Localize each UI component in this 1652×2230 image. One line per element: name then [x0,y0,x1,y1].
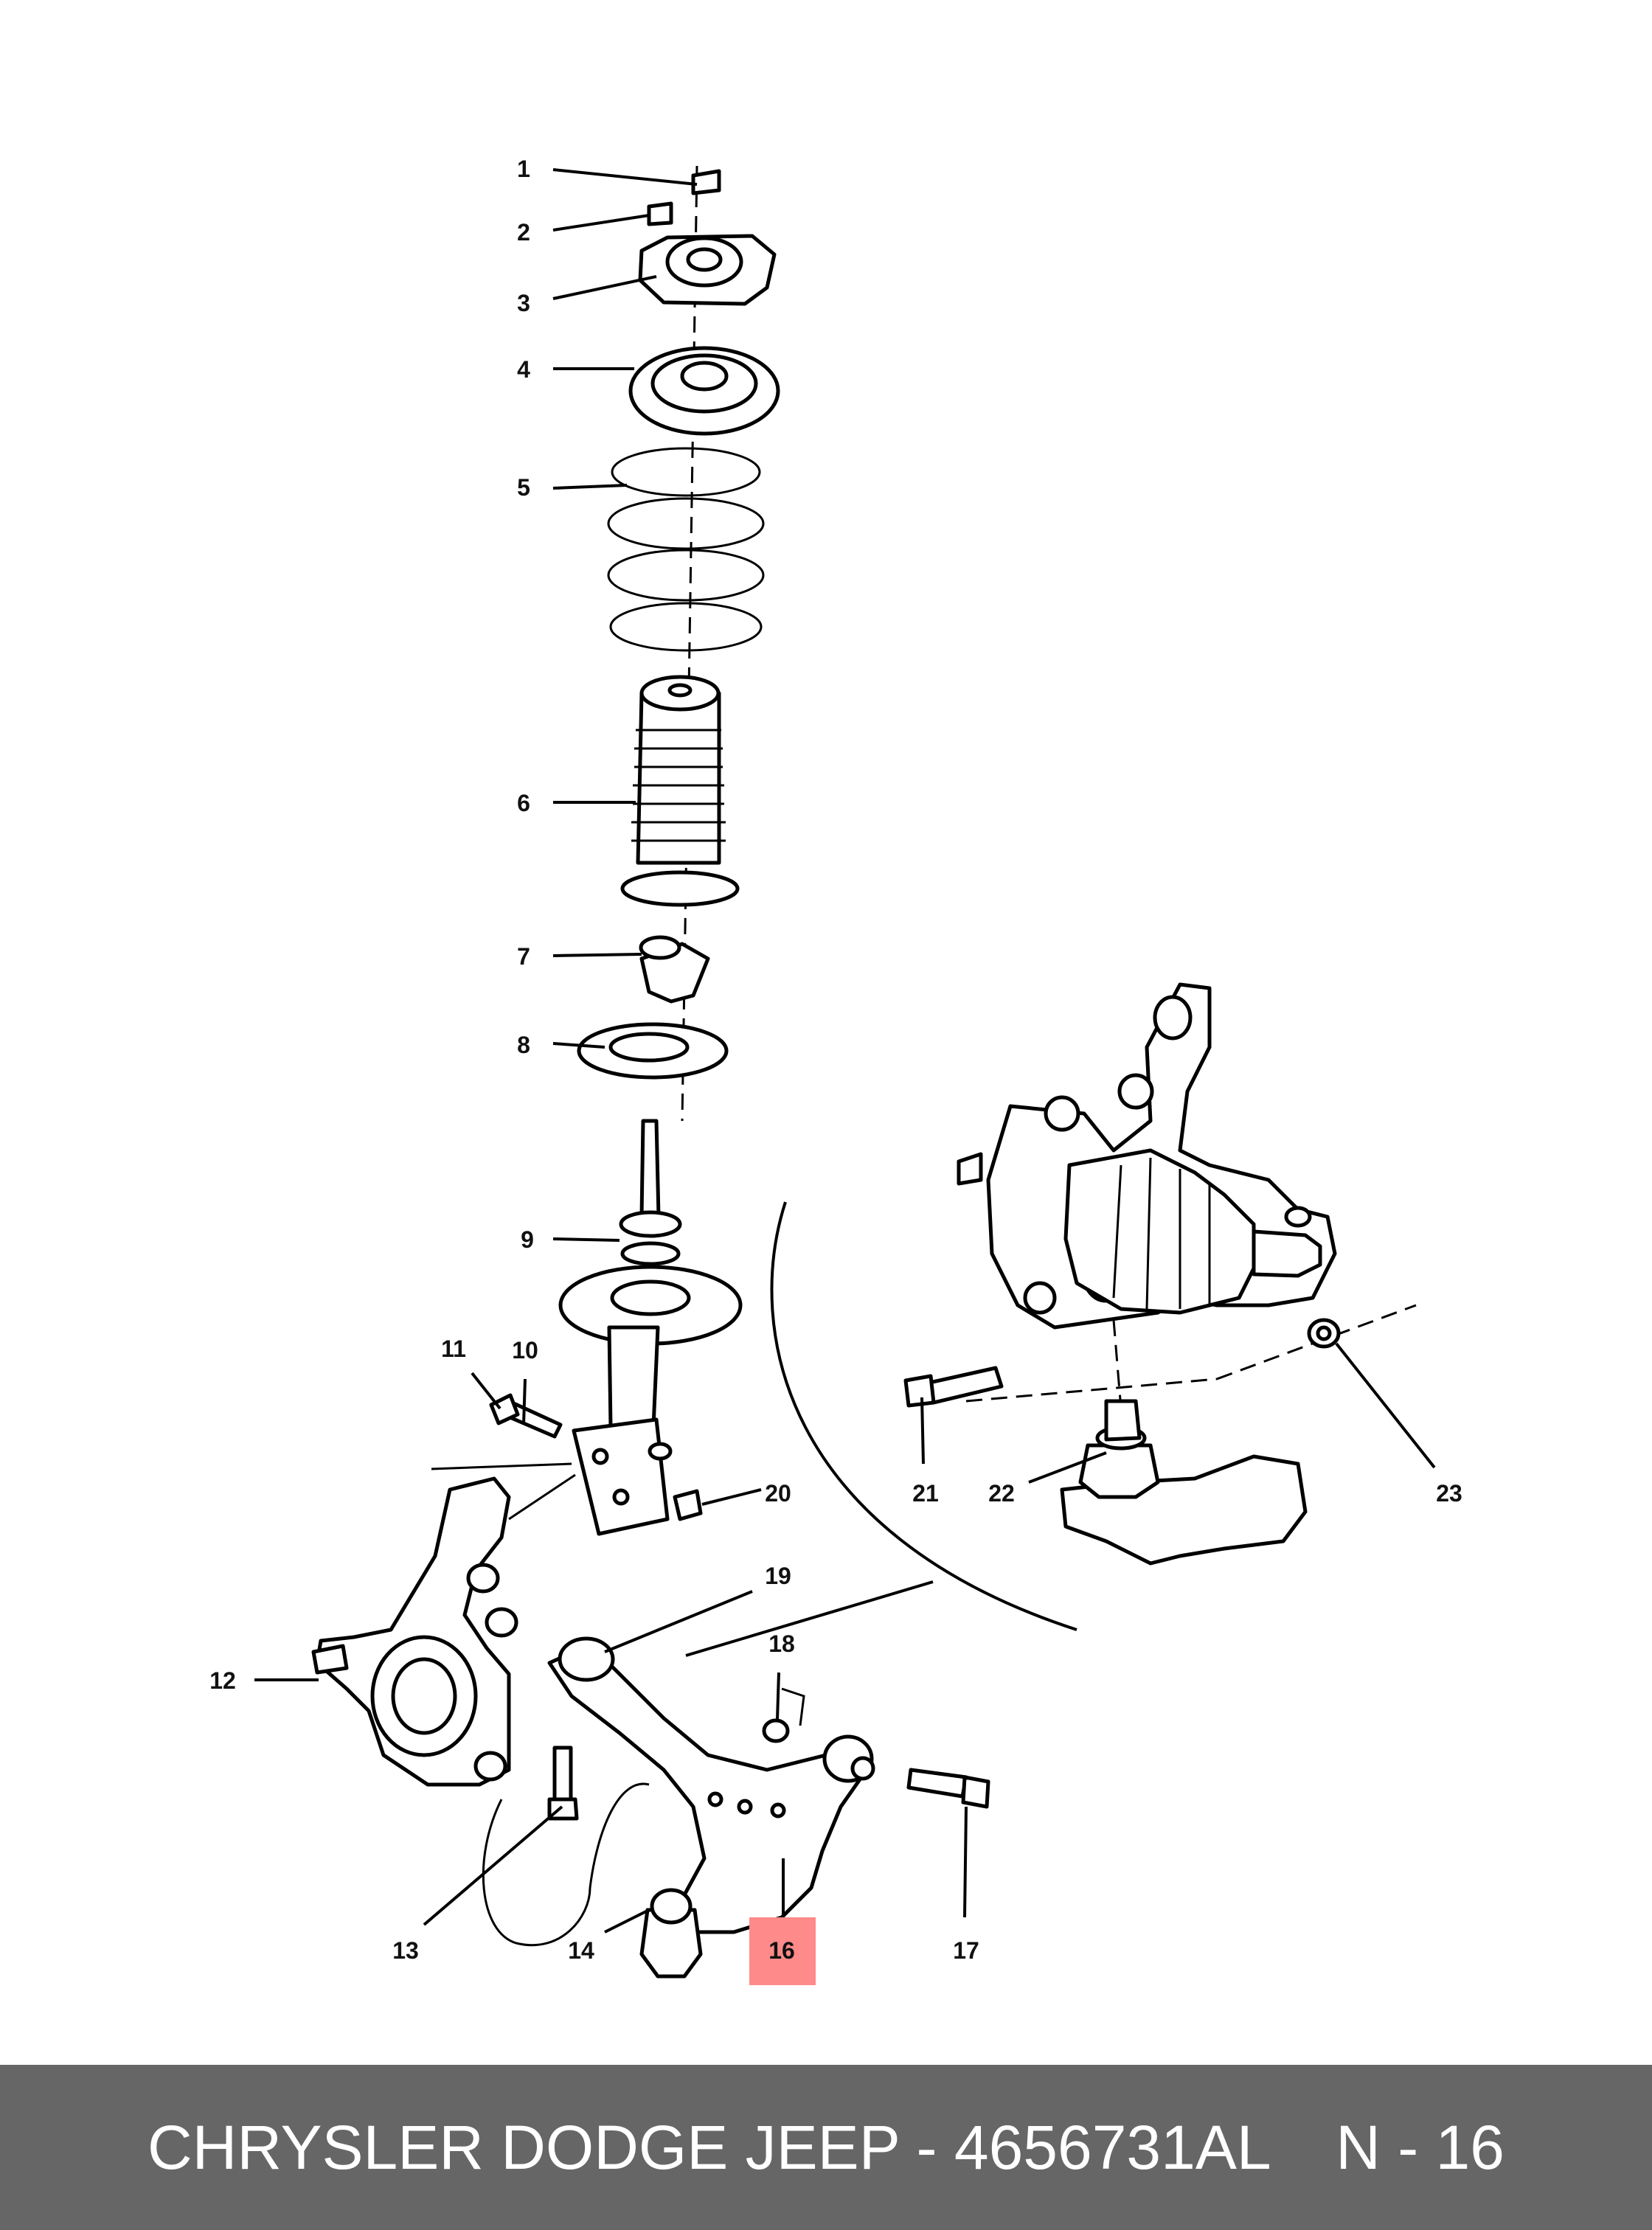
part-6-dust-boot [620,675,740,907]
callout-13: 13 [392,1937,419,1964]
callout-5: 5 [517,474,530,501]
part-9-strut-assembly [558,1119,743,1536]
part-5-coil-spring [607,447,765,652]
callout-21: 21 [912,1480,939,1507]
callout-labels: 1 2 3 4 5 6 7 8 9 10 11 12 13 14 16 17 1… [209,156,1462,1964]
joint-axis [1112,1319,1122,1409]
highlight-box [749,1917,816,1985]
callout-23: 23 [1436,1480,1462,1507]
part-3-strut-mount [638,234,777,306]
callout-4: 4 [517,356,530,383]
callout-2: 2 [517,219,530,246]
knuckle-outline [482,1782,650,1947]
part-8-isolator [577,1022,729,1080]
assembly-line [685,1580,934,1657]
part-22-ball-joint [1060,1399,1308,1566]
part-4-upper-spring-seat [628,346,780,436]
footer-bar: CHRYSLER DODGE JEEP - 4656731AL N - 16 [0,2065,1652,2230]
alignment-line [431,1462,572,1470]
part-23-pinch-nut [1307,1318,1341,1349]
part-20-strut-nut [673,1489,703,1521]
callout-3: 3 [517,290,530,316]
callout-19: 19 [765,1563,791,1589]
part-17-control-arm-bolt [906,1768,990,1809]
part-number-title: CHRYSLER DODGE JEEP - 4656731AL [148,2113,1271,2182]
part-18-push-nut [762,1687,805,1743]
leader-lines [254,168,1436,1934]
part-13-knuckle-bolt [547,1746,579,1821]
callout-22: 22 [988,1480,1015,1507]
part-14-ball-joint [639,1888,703,1979]
hub-and-knuckle-assembly [957,982,1337,1330]
parts-diagram: 1 2 3 4 5 6 7 8 9 10 11 12 13 14 16 17 1… [209,156,1462,1985]
part-7-jounce-bumper [639,935,710,1004]
callout-20: 20 [765,1480,791,1507]
callout-18: 18 [768,1630,795,1657]
callout-14: 14 [568,1937,594,1964]
part-16-lower-control-arm [547,1636,875,1934]
part-21-pinch-bolt [903,1366,1004,1408]
callout-8: 8 [517,1032,530,1058]
callout-11: 11 [441,1335,466,1362]
callout-12: 12 [209,1667,236,1694]
cutaway-arc [770,1201,1077,1631]
callout-7: 7 [517,943,530,970]
page-reference: N - 16 [1336,2113,1504,2182]
callout-9: 9 [521,1226,534,1253]
callout-10: 10 [512,1337,538,1364]
part-1-top-nut [691,169,721,195]
bolt-axis [965,1378,1218,1403]
callout-16: 16 [768,1937,795,1964]
strut-axis [681,165,698,1122]
callout-6: 6 [517,790,530,816]
part-12-steering-knuckle [311,1476,518,1787]
callout-1: 1 [517,156,530,182]
part-2-mount-nut [647,201,673,226]
callout-17: 17 [953,1937,979,1964]
alignment-line [508,1473,576,1521]
part-11-bolt-head [489,1393,520,1425]
